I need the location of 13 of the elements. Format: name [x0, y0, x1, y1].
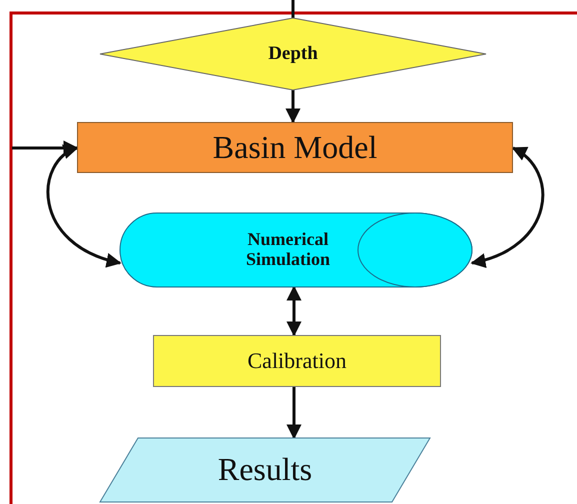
node-label: Basin Model: [212, 130, 378, 166]
node-label: Results: [218, 452, 312, 488]
arrow: [286, 90, 300, 124]
node-label: Calibration: [248, 348, 346, 374]
arrow: [286, 387, 302, 440]
process-box: [77, 122, 513, 173]
process-box: [153, 335, 441, 387]
arrow: [12, 140, 78, 156]
arrow: [46, 146, 122, 267]
node-label: Numerical Simulation: [244, 230, 332, 270]
node-label: Depth: [268, 44, 318, 64]
arrow: [470, 146, 544, 267]
arrow: [286, 286, 302, 336]
